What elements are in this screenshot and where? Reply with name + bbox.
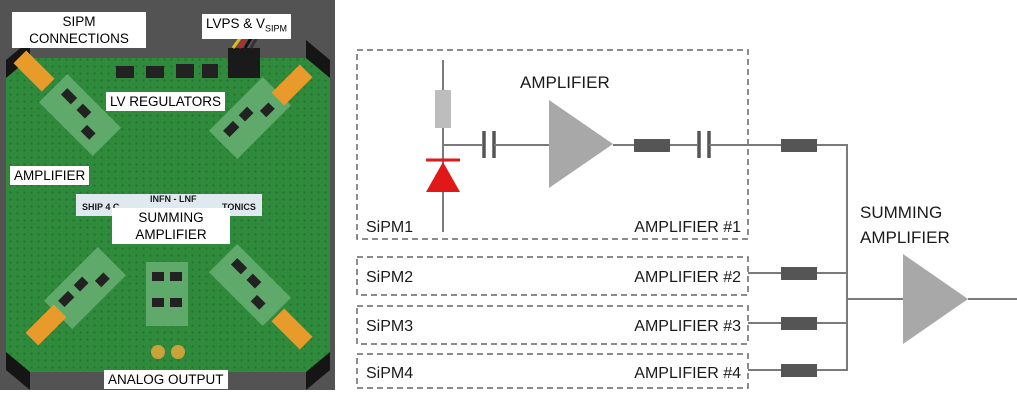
channel-box-2: [356, 256, 749, 296]
label-amplifier: AMPLIFIER: [10, 166, 90, 185]
lv-regulator-chip: [116, 66, 134, 78]
sipm-label-2: SiPM2: [366, 269, 413, 286]
amplifier-title: AMPLIFIER: [520, 73, 610, 92]
bias-resistor: [435, 90, 451, 128]
summing-title-line1: SUMMING: [860, 203, 942, 222]
amp-label-4: AMPLIFIER #4: [634, 365, 741, 382]
label-summing-line1: SUMMING: [138, 210, 204, 225]
amplifier-module-bl: [43, 246, 127, 330]
amp-label-2: AMPLIFIER #2: [634, 269, 741, 286]
amplifier-triangle-icon: [549, 100, 613, 188]
sipm-flex-connector: [25, 304, 67, 346]
label-sipm-connections-line2: CONNECTIONS: [29, 31, 129, 46]
lv-regulator-chip: [146, 66, 164, 78]
label-lvps-subscript: SIPM: [265, 23, 288, 34]
label-summing-amplifier: SUMMING AMPLIFIER: [112, 208, 230, 244]
amp-label-3: AMPLIFIER #3: [634, 318, 741, 335]
sipm-flex-connector: [271, 308, 313, 350]
amplifier-module-tr: [208, 76, 292, 160]
label-sipm-connections: SIPM CONNECTIONS: [12, 12, 146, 48]
summing-resistor-2: [781, 267, 817, 280]
lv-regulator-chip: [202, 64, 218, 78]
channel-box-4: [356, 353, 749, 389]
board-photo: SHIP 4 C INFN - LNF TONICS SIPM CONNECTI…: [0, 0, 335, 390]
silkscreen-center: INFN - LNF: [150, 194, 197, 204]
label-lvps-main: LVPS & V: [206, 16, 266, 31]
summing-amplifier-triangle-icon: [903, 254, 968, 344]
label-lv-regulators: LV REGULATORS: [106, 92, 226, 111]
channel-box-3: [356, 305, 749, 345]
lv-regulator-chip: [176, 64, 194, 78]
amplifier-module-br: [208, 243, 292, 327]
summing-resistor-4: [781, 364, 817, 377]
label-lvps: LVPS & VSIPM: [202, 14, 292, 39]
silkscreen-right: TONICS: [222, 202, 256, 212]
label-sipm-connections-line1: SIPM: [62, 14, 96, 29]
amp-label-1: AMPLIFIER #1: [634, 219, 741, 236]
summing-resistor-1: [781, 139, 817, 152]
silkscreen-left: SHIP 4 C: [82, 202, 120, 212]
sipm-label-1: SiPM1: [366, 219, 413, 236]
sipm-label-3: SiPM3: [366, 318, 413, 335]
label-analog-output: ANALOG OUTPUT: [104, 370, 228, 389]
sipm-flex-connector: [271, 64, 313, 106]
power-connector: [228, 48, 260, 78]
amplifier-module-tl: [38, 73, 122, 157]
summing-resistor-3: [781, 317, 817, 330]
analog-output-connector: [171, 345, 185, 359]
summing-title-line2: AMPLIFIER: [860, 228, 950, 247]
analog-output-connector: [151, 345, 165, 359]
label-summing-line2: AMPLIFIER: [135, 227, 207, 242]
sipm-diode-icon: [426, 162, 460, 192]
sipm-flex-connector: [13, 50, 55, 92]
sipm-label-4: SiPM4: [366, 365, 413, 382]
output-resistor: [634, 139, 670, 152]
